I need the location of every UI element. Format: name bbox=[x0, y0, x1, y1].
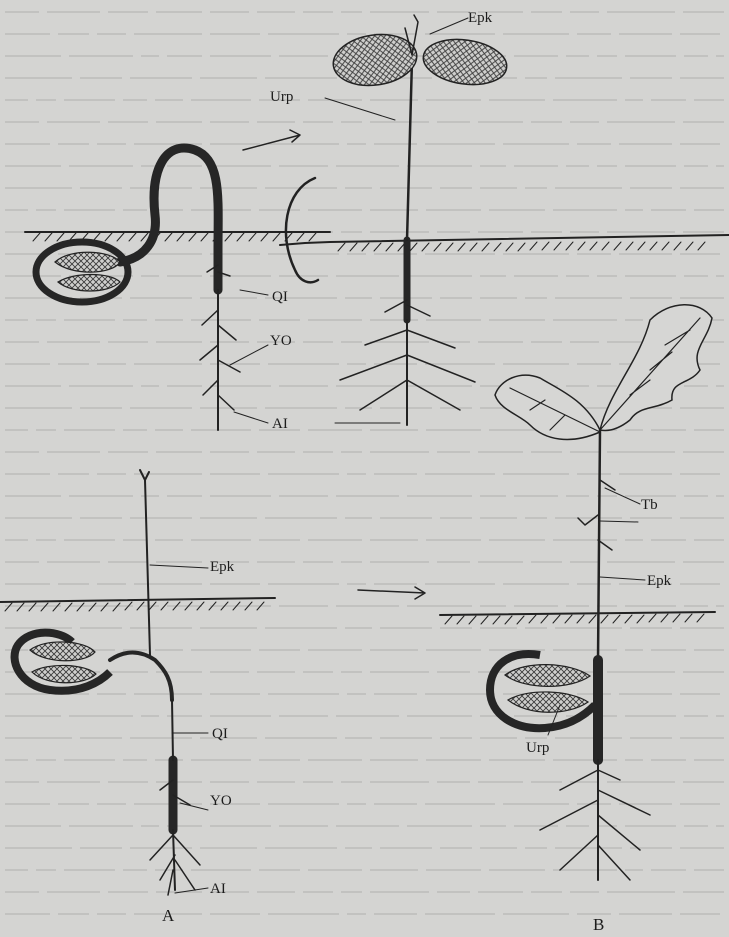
label-epk-bottom-right: Epk bbox=[647, 573, 672, 589]
soil-hatch-top-right bbox=[338, 242, 705, 251]
leader-lines bbox=[150, 18, 645, 893]
label-ql-top: QI bbox=[272, 289, 288, 305]
label-al-top: AI bbox=[272, 416, 288, 432]
label-b: B bbox=[593, 915, 604, 934]
label-a: A bbox=[162, 906, 175, 925]
arrow-top bbox=[243, 130, 300, 150]
label-yo-top: YO bbox=[270, 333, 292, 349]
label-epk-bottom-left: Epk bbox=[210, 559, 235, 575]
label-urp-top: Urp bbox=[270, 89, 293, 105]
label-epk-top: Epk bbox=[468, 10, 493, 26]
bottom-right-seedling bbox=[440, 305, 715, 880]
label-al-bottom: AI bbox=[210, 881, 226, 897]
label-urp-bottom: Urp bbox=[526, 740, 549, 756]
arrow-bottom bbox=[358, 587, 425, 599]
label-yo-bottom: YO bbox=[210, 793, 232, 809]
label-ql-bottom: QI bbox=[212, 726, 228, 742]
bottom-left-seedling bbox=[0, 470, 275, 895]
label-tb: Tb bbox=[641, 497, 658, 513]
